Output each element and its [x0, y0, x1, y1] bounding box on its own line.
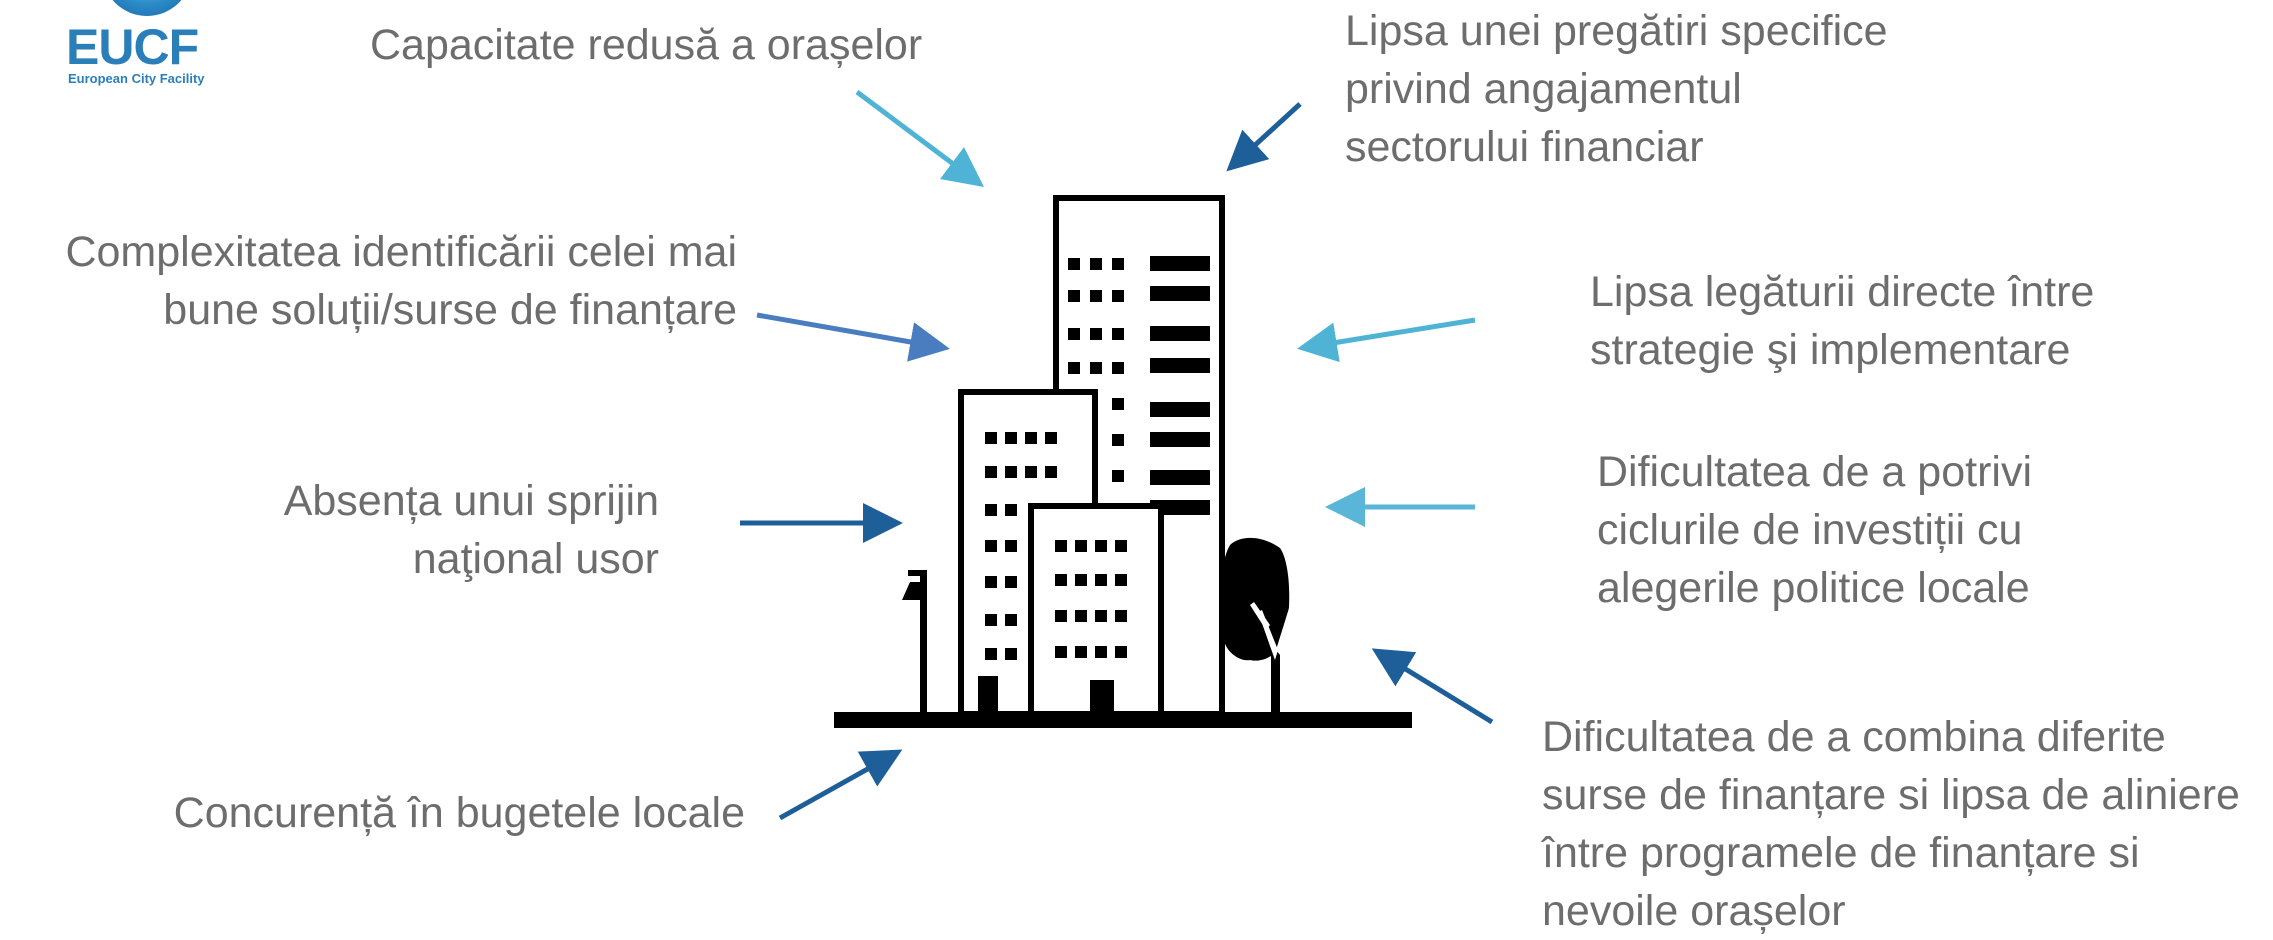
label-line: Capacitate redusă a orașelor	[370, 21, 923, 69]
label-line: naţional usor	[412, 535, 659, 583]
label-line: Absența unui sprijin	[283, 477, 659, 525]
arrow-budget-competition	[778, 749, 903, 821]
label-line: sectorului financiar	[1345, 123, 1704, 171]
label-financial-sector-training: Lipsa unei pregătiri specifice privind a…	[1345, 2, 1888, 176]
label-combine-funding: Dificultatea de a combina diferite surse…	[1542, 708, 2240, 940]
label-line: alegerile politice locale	[1597, 564, 2030, 612]
label-line: privind angajamentul	[1345, 65, 1742, 113]
label-strategy-link: Lipsa legăturii directe între strategie …	[1590, 263, 2094, 379]
short-building-windows	[1055, 540, 1127, 714]
arrow-financial-sector-training	[1226, 102, 1302, 172]
label-line: Dificultatea de a combina diferite	[1542, 713, 2166, 761]
arrow-funding-complexity	[756, 312, 950, 362]
label-line: ciclurile de investiții cu	[1597, 506, 2023, 554]
logo-tagline: European City Facility	[68, 71, 205, 86]
label-line: surse de finanțare si lipsa de aliniere	[1542, 771, 2240, 819]
logo-wordmark: EUCF	[66, 19, 199, 75]
eucf-logo: EUCF European City Facility	[62, 0, 232, 95]
arrow-reduced-capacity	[855, 89, 985, 187]
label-investment-cycles: Dificultatea de a potrivi ciclurile de i…	[1597, 443, 2032, 617]
label-line: Concurență în bugetele locale	[173, 789, 745, 837]
label-funding-complexity: Complexitatea identificării celei mai bu…	[65, 223, 737, 339]
label-line: Complexitatea identificării celei mai	[65, 228, 737, 276]
mid-building-windows	[978, 432, 1057, 714]
label-national-support: Absența unui sprijin naţional usor	[284, 472, 659, 588]
street-lamp-icon	[902, 570, 927, 715]
arrow-combine-funding	[1371, 648, 1494, 725]
arrow-strategy-link	[1297, 317, 1476, 363]
label-budget-competition: Concurență în bugetele locale	[174, 784, 745, 842]
label-line: între programele de finanțare si	[1542, 829, 2140, 877]
tree-icon	[1220, 537, 1294, 716]
tall-tower-windows	[1068, 256, 1210, 515]
arrows	[740, 89, 1494, 821]
label-line: Lipsa legăturii directe între	[1590, 268, 2095, 316]
label-line: bune soluții/surse de finanțare	[163, 286, 737, 334]
building-illustration	[834, 195, 1412, 728]
label-line: strategie şi implementare	[1590, 326, 2071, 374]
label-line: Lipsa unei pregătiri specifice	[1345, 7, 1888, 55]
label-line: Dificultatea de a potrivi	[1597, 448, 2032, 496]
label-reduced-capacity: Capacitate redusă a orașelor	[370, 16, 922, 74]
label-line: nevoile orașelor	[1542, 887, 1846, 935]
